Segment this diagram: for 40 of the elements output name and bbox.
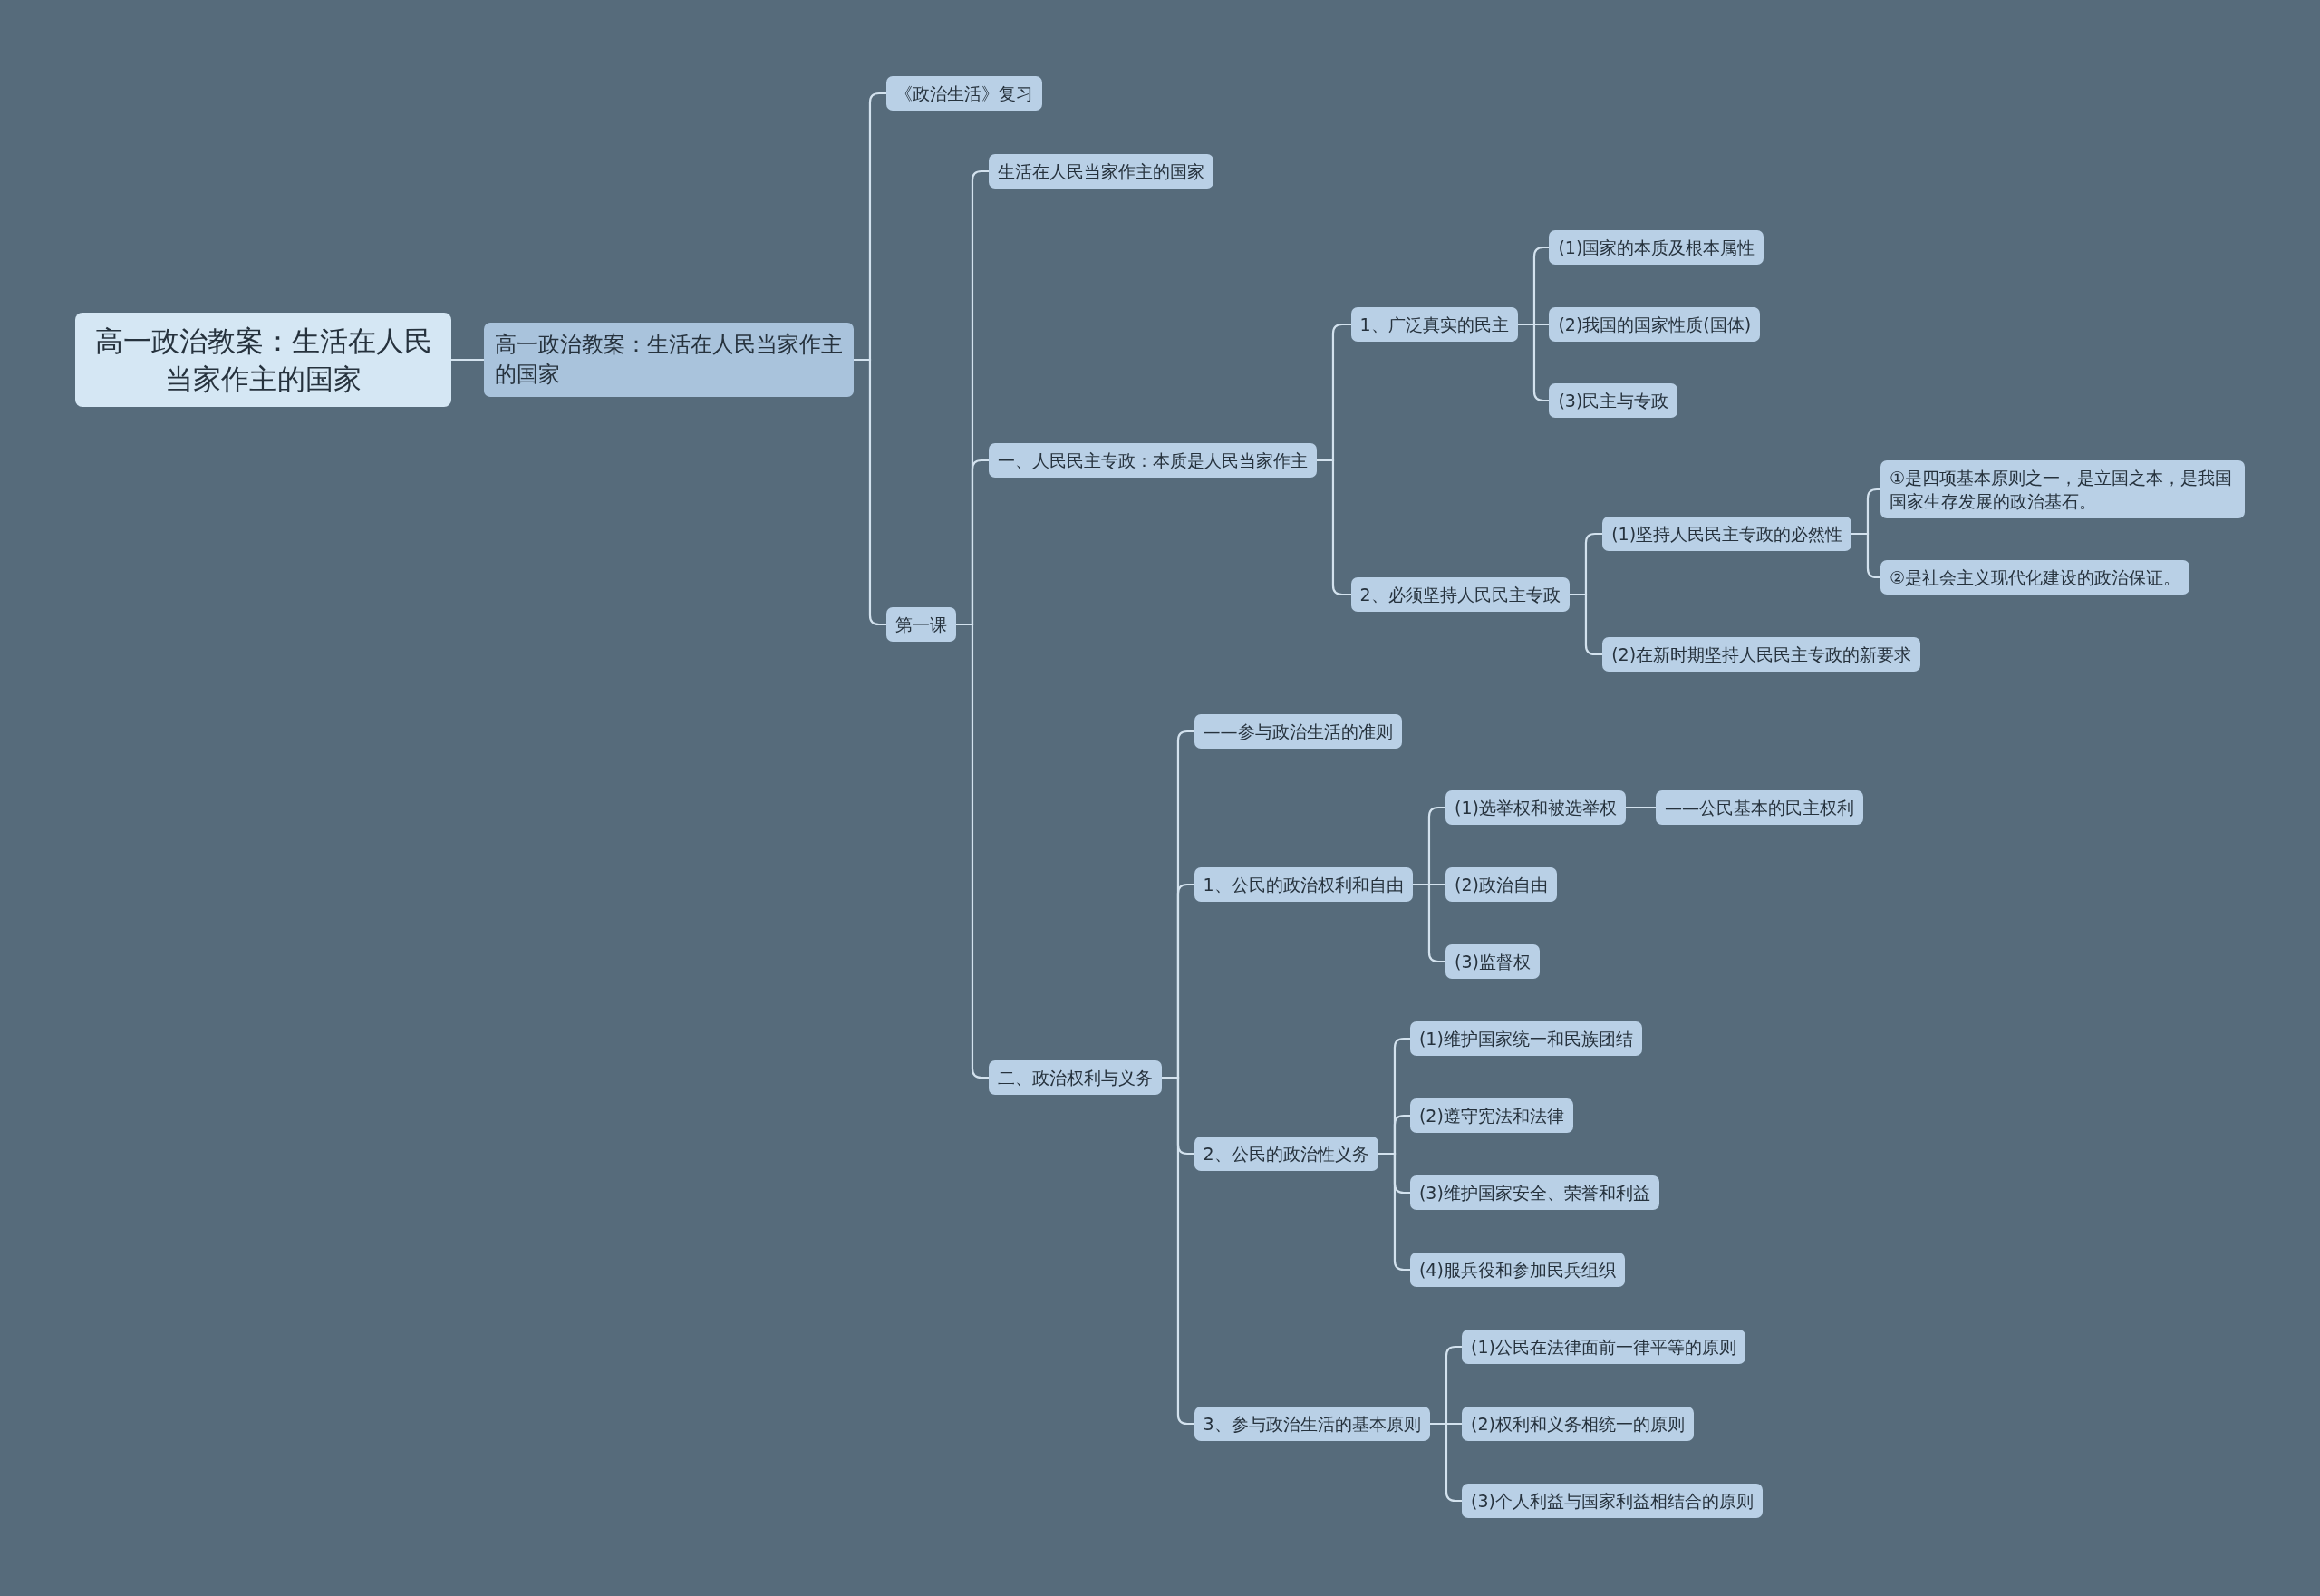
topic-box: 二、政治权利与义务 (988, 1059, 1162, 1095)
topic-box: (3)民主与专政 (1549, 383, 1678, 419)
connector-line (451, 358, 484, 362)
topic-box: (2)权利和义务相统一的原则 (1462, 1406, 1694, 1441)
topic-box: (2)政治自由 (1445, 867, 1557, 903)
topic-box: 《政治生活》复习 (885, 75, 1042, 111)
connector-line (854, 358, 886, 626)
topic-box: 1、公民的政治权利和自由 (1194, 867, 1413, 903)
connector-line (1626, 806, 1656, 809)
topic-box: (3)监督权 (1445, 944, 1540, 980)
topic-box: (1)选举权和被选举权 (1445, 790, 1626, 826)
topic-box: 1、广泛真实的民主 (1350, 306, 1518, 342)
topic-box: (1)维护国家统一和民族团结 (1409, 1021, 1642, 1057)
topic-box: ——公民基本的民主权利 (1655, 790, 1863, 826)
topic-box: 2、公民的政治性义务 (1194, 1137, 1378, 1172)
topic-box: (2)我国的国家性质(国体) (1549, 306, 1761, 342)
topic-box: ②是社会主义现代化建设的政治保证。 (1880, 559, 2190, 595)
topic-box: ——参与政治生活的准则 (1194, 713, 1402, 749)
topic-box: 一、人民民主专政：本质是人民当家作主 (988, 442, 1317, 478)
topic-box: (1)坚持人民民主专政的必然性 (1602, 517, 1852, 552)
connector-line (1851, 532, 1880, 579)
connector-line (1430, 1422, 1462, 1503)
topic-box: 2、必须坚持人民民主专政 (1350, 577, 1570, 613)
connector-line (1413, 883, 1445, 963)
topic-box: ①是四项基本原则之一，是立国之本，是我国国家生存发展的政治基石。 (1880, 460, 2245, 519)
topic-box: 高一政治教案：生活在人民当家作主的国家 (483, 322, 855, 397)
topic-box: (3)个人利益与国家利益相结合的原则 (1462, 1483, 1763, 1518)
topic-box: (3)维护国家安全、荣誉和利益 (1409, 1175, 1659, 1210)
topic-box: 高一政治教案：生活在人民当家作主的国家 (75, 312, 451, 407)
topic-box: 第一课 (885, 606, 956, 642)
connector-line (1162, 1076, 1194, 1426)
topic-box: 3、参与政治生活的基本原则 (1194, 1406, 1430, 1441)
topic-box: (1)国家的本质及根本属性 (1549, 229, 1764, 265)
connector-line (1570, 593, 1602, 656)
topic-box: (2)遵守宪法和法律 (1409, 1098, 1573, 1133)
topic-box: (1)公民在法律面前一律平等的原则 (1462, 1329, 1745, 1364)
connector-line (1317, 459, 1351, 596)
topic-box: (4)服兵役和参加民兵组织 (1409, 1252, 1625, 1287)
topic-box: (2)在新时期坚持人民民主专政的新要求 (1602, 636, 1921, 672)
topic-box: 生活在人民当家作主的国家 (988, 154, 1213, 189)
